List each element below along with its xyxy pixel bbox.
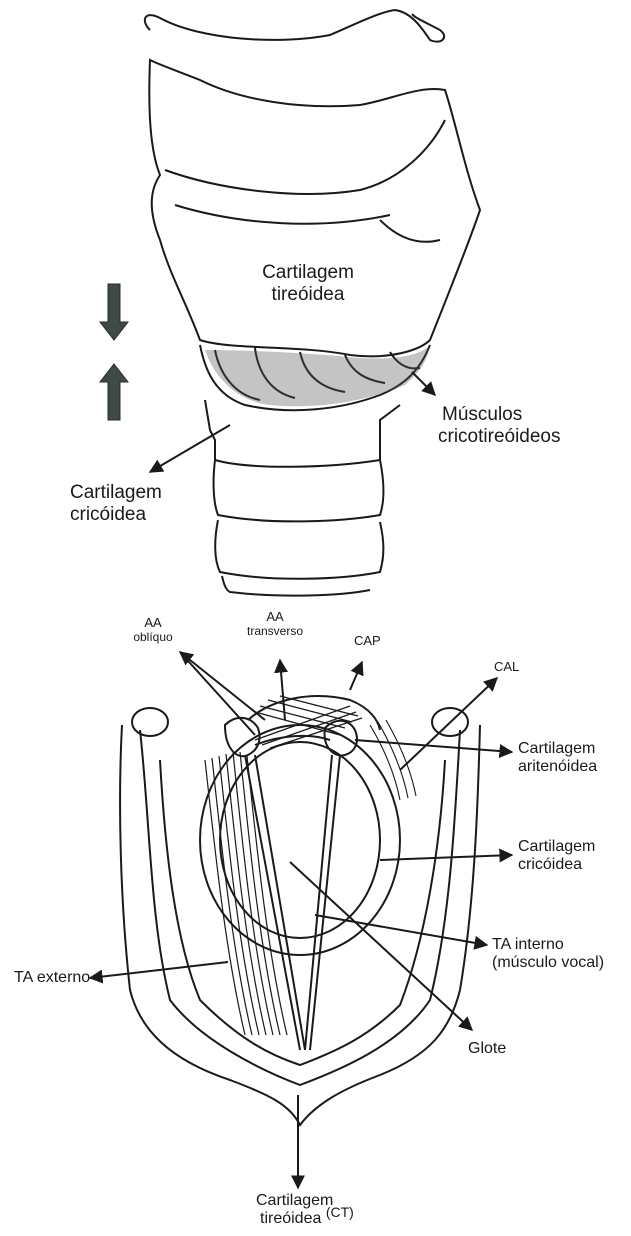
lower-leader-lines <box>90 652 512 1188</box>
glote-label: Glote <box>468 1040 506 1058</box>
tracheal-ring-2 <box>215 520 383 579</box>
cricoid-cartilage-lower-label: Cartilagem cricóidea <box>518 838 595 875</box>
aa-obliquo-line2: oblíquo <box>120 631 186 645</box>
thyroid-superior-horns <box>145 10 444 42</box>
ta-interno-line2: (músculo vocal) <box>492 954 604 972</box>
cricoid-line1: Cartilagem <box>518 838 595 856</box>
thyroid-label-line2: tireóidea <box>238 284 378 306</box>
cricoid-line2: cricóidea <box>518 856 595 874</box>
aa-transverso-line1: AA <box>230 610 320 625</box>
aa-transverso-label: AA transverso <box>230 610 320 639</box>
cap-text: CAP <box>354 634 381 649</box>
cal-label: CAL <box>494 660 519 675</box>
cricothyroid-muscles-label: Músculos cricotireóideos <box>438 404 561 448</box>
ta-externo-label: TA externo <box>14 969 90 987</box>
cal-text: CAL <box>494 660 519 675</box>
thyroid-cartilage-outline <box>149 60 480 356</box>
thyroid-label-line1: Cartilagem <box>238 262 378 284</box>
thyroid-ct-line2: tireóidea (CT) <box>256 1210 396 1228</box>
vocal-fold-right <box>310 755 340 1050</box>
ta-externo-muscle-hatching <box>205 752 287 1035</box>
movement-arrows <box>100 284 128 420</box>
cricoid-label-line2: cricóidea <box>70 504 162 526</box>
aa-transverso-line2: transverso <box>230 625 320 639</box>
cap-label: CAP <box>354 634 381 649</box>
cricoid-ring-outline <box>200 725 400 955</box>
aa-obliquo-label: AA oblíquo <box>120 616 186 645</box>
arytenoid-line2: aritenóidea <box>518 758 597 776</box>
thyroid-ct-abbrev: (CT) <box>326 1204 354 1220</box>
ta-interno-line1: TA interno <box>492 936 604 954</box>
arytenoid-line1: Cartilagem <box>518 740 597 758</box>
cricoid-cartilage-label: Cartilagem cricóidea <box>70 482 162 526</box>
arytenoid-cartilage-label: Cartilagem aritenóidea <box>518 740 597 777</box>
lower-larynx-illustration <box>120 696 480 1125</box>
muscle-label-line2: cricotireóideos <box>438 426 561 448</box>
glote-text: Glote <box>468 1040 506 1058</box>
ta-interno-label: TA interno (músculo vocal) <box>492 936 604 973</box>
thyroid-cartilage-ct-label: Cartilagem tireóidea (CT) <box>256 1192 396 1229</box>
tracheal-ring-1 <box>214 460 384 521</box>
muscle-label-line1: Músculos <box>438 404 561 426</box>
arrow-up-icon <box>100 364 128 420</box>
ta-externo-text: TA externo <box>14 969 90 987</box>
thyroid-ct-word2: tireóidea <box>260 1210 321 1227</box>
cricoid-label-line1: Cartilagem <box>70 482 162 504</box>
thyroid-ct-word1: Cartilagem <box>256 1192 333 1209</box>
right-arytenoid-outline <box>325 721 357 756</box>
arrow-down-icon <box>100 284 128 340</box>
vocal-fold-left <box>245 755 300 1050</box>
thyroid-cartilage-label: Cartilagem tireóidea <box>238 262 378 306</box>
aa-obliquo-line1: AA <box>120 616 186 631</box>
